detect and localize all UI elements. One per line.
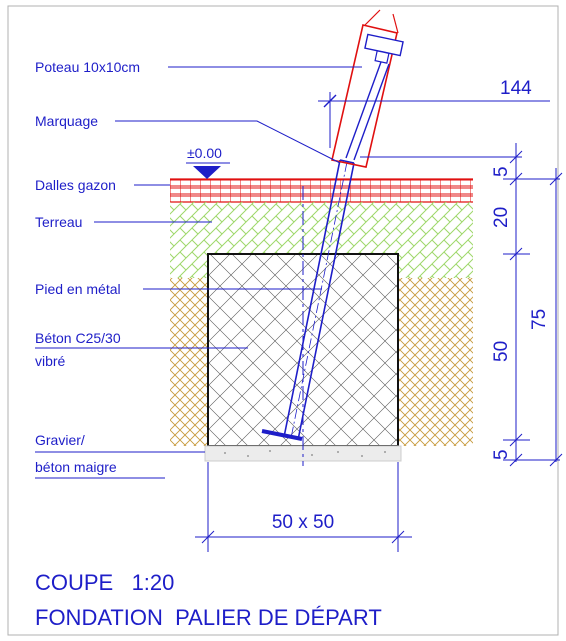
label-terreau: Terreau: [35, 214, 82, 230]
label-poteau: Poteau 10x10cm: [35, 59, 140, 75]
dimension-144: 144: [318, 78, 550, 158]
timber-post: [331, 9, 399, 168]
dim-50x50-text: 50 x 50: [272, 512, 334, 533]
dimension-chain-vertical: [503, 143, 563, 467]
gravel-dots: [224, 450, 386, 457]
soil-layer-right: [398, 278, 473, 446]
title-coupe: COUPE 1:20: [35, 570, 174, 595]
dim-5-top-text: 5: [491, 166, 512, 177]
dim-5-bottom-text: 5: [491, 449, 512, 460]
level-text: ±0.00: [187, 145, 222, 161]
dim-144-text: 144: [500, 78, 532, 99]
dim-50-text: 50: [491, 341, 512, 362]
drawing-frame: [7, 5, 559, 636]
leader-marquage: [115, 120, 341, 164]
label-gravier-1: Gravier/: [35, 432, 85, 448]
label-gravier-2: béton maigre: [35, 459, 117, 475]
dim-75-text: 75: [529, 309, 550, 330]
dalles-gazon-layer: [170, 179, 473, 202]
level-marker: ±0.00: [186, 145, 230, 179]
label-beton-2: vibré: [35, 353, 66, 369]
steel-foot: [261, 159, 355, 441]
label-pied-metal: Pied en métal: [35, 281, 121, 297]
label-dalles-gazon: Dalles gazon: [35, 177, 116, 193]
dim-20-text: 20: [491, 207, 512, 228]
label-beton-1: Béton C25/30: [35, 330, 121, 346]
soil-layer-left: [170, 278, 208, 446]
label-marquage: Marquage: [35, 113, 98, 129]
post-bolt: [345, 33, 404, 161]
title-fondation: FONDATION PALIER DE DÉPART: [35, 605, 382, 630]
dimension-footing-width: [195, 462, 412, 552]
